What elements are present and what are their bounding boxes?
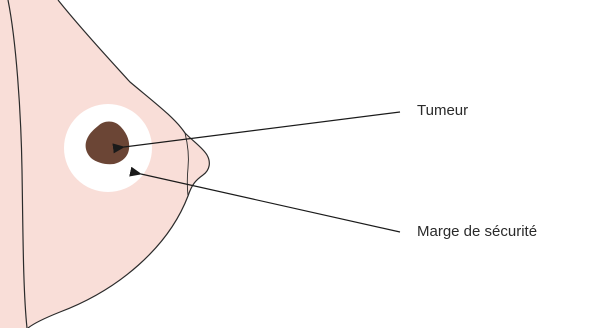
tumor-label: Tumeur (417, 103, 468, 118)
safety-margin-label: Marge de sécurité (417, 224, 537, 239)
